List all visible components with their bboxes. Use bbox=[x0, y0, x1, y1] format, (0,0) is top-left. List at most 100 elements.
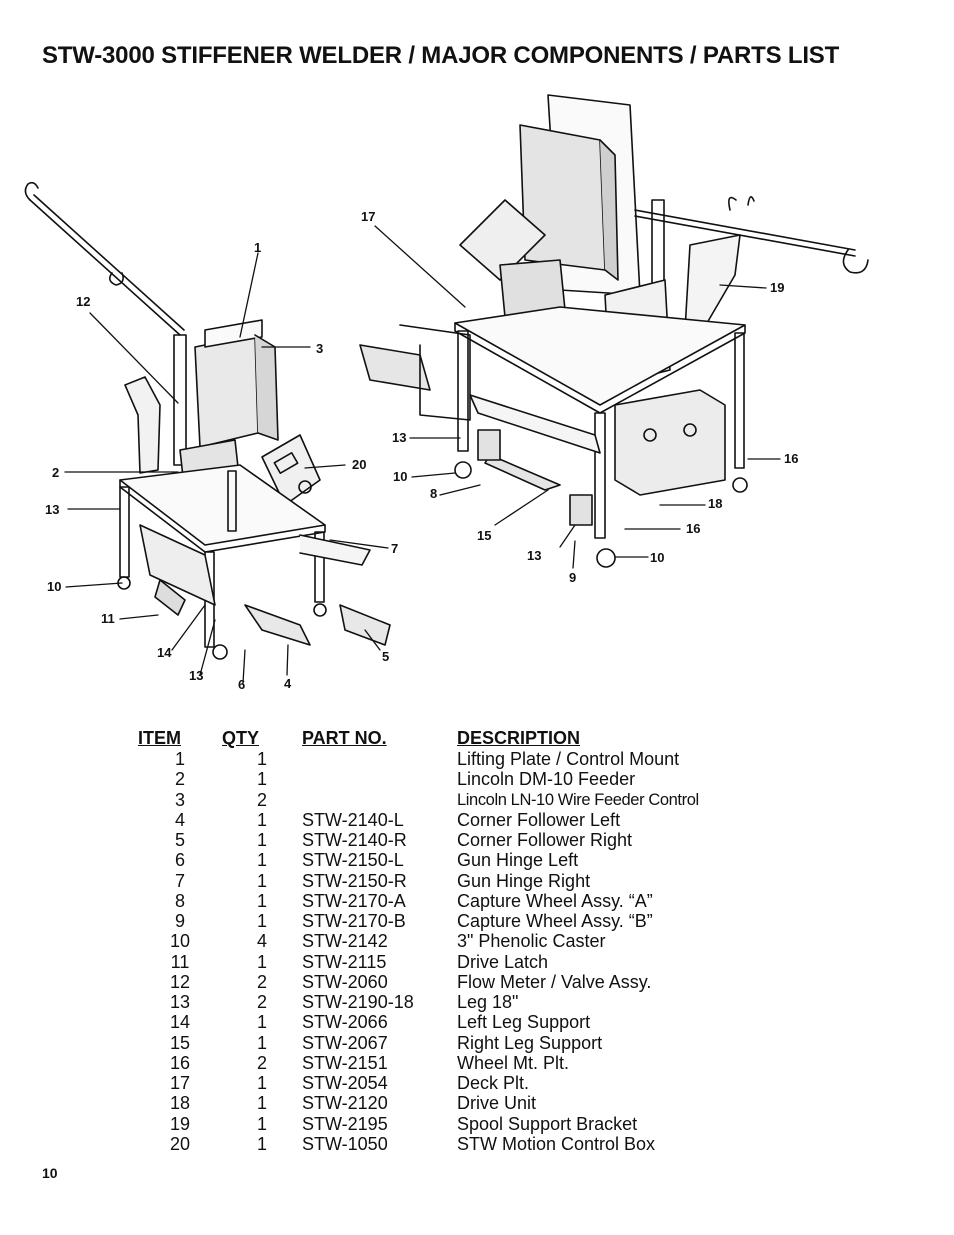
components-illustration: 1 12 3 2 20 13 7 10 11 14 13 6 4 5 17 19… bbox=[0, 85, 954, 705]
row-qty: 2 bbox=[256, 992, 267, 1012]
callout-label: 14 bbox=[157, 645, 172, 660]
row-item: 13 bbox=[169, 992, 191, 1012]
row-description: Capture Wheel Assy. “B” bbox=[457, 911, 653, 931]
table-row: 9 1 STW-2170-B Capture Wheel Assy. “B” bbox=[138, 911, 699, 931]
callout-label: 10 bbox=[393, 469, 408, 484]
leader-lines bbox=[64, 225, 781, 684]
row-part-no: STW-2195 bbox=[302, 1113, 388, 1134]
callout-label: 13 bbox=[189, 668, 204, 683]
row-description: Drive Unit bbox=[457, 1093, 537, 1114]
callout-label: 5 bbox=[382, 649, 390, 664]
row-item: 12 bbox=[169, 971, 191, 992]
header-qty: QTY bbox=[222, 728, 260, 748]
row-item: 2 bbox=[174, 769, 185, 790]
row-description: Spool Support Bracket bbox=[457, 1113, 638, 1134]
table-row: 18 1 STW-2120 Drive Unit bbox=[138, 1093, 699, 1113]
header-part-no: PART NO. bbox=[302, 728, 387, 748]
callout-label: 10 bbox=[650, 550, 665, 565]
table-row: 5 1 STW-2140-R Corner Follower Right bbox=[138, 830, 699, 850]
row-description: Capture Wheel Assy. “A” bbox=[457, 890, 653, 911]
parts-table-header: ITEM QTY PART NO. DESCRIPTION bbox=[138, 727, 699, 749]
row-part-no: STW-2150-R bbox=[302, 870, 407, 891]
row-item: 5 bbox=[174, 830, 185, 850]
row-description: Corner Follower Right bbox=[457, 830, 633, 850]
row-item: 16 bbox=[169, 1052, 191, 1073]
row-part-no: STW-2170-A bbox=[302, 890, 406, 911]
row-description: Left Leg Support bbox=[457, 1012, 591, 1033]
row-description: Lincoln LN-10 Wire Feeder Control bbox=[457, 790, 699, 809]
row-item: 9 bbox=[174, 911, 185, 931]
row-part-no: STW-2115 bbox=[302, 951, 387, 972]
left-machine-drawing bbox=[24, 181, 391, 660]
row-part-no: STW-2170-B bbox=[302, 911, 406, 931]
row-qty: 1 bbox=[256, 911, 267, 931]
callout-label: 10 bbox=[47, 579, 62, 594]
welder-drawing bbox=[24, 94, 869, 684]
row-part-no: STW-2054 bbox=[302, 1073, 388, 1093]
callout-label: 17 bbox=[361, 209, 376, 224]
table-row: 3 2 Lincoln LN-10 Wire Feeder Control bbox=[138, 790, 699, 810]
row-qty: 1 bbox=[256, 890, 267, 911]
row-part-no: STW-2140-R bbox=[302, 830, 407, 850]
callout-label: 15 bbox=[477, 528, 492, 543]
page-title: STW-3000 STIFFENER WELDER / MAJOR COMPON… bbox=[42, 42, 840, 69]
row-qty: 1 bbox=[256, 870, 267, 891]
row-item: 15 bbox=[169, 1032, 191, 1053]
callout-label: 1 bbox=[254, 240, 262, 255]
callout-label: 7 bbox=[391, 541, 399, 556]
row-item: 11 bbox=[170, 951, 190, 972]
row-item: 8 bbox=[174, 890, 185, 911]
row-part-no: STW-2060 bbox=[302, 971, 388, 992]
callout-label: 16 bbox=[686, 521, 701, 536]
callout-label: 13 bbox=[45, 502, 60, 517]
page-number: 10 bbox=[42, 1165, 58, 1181]
row-qty: 2 bbox=[256, 789, 267, 810]
row-description: Right Leg Support bbox=[457, 1032, 603, 1053]
row-description: Corner Follower Left bbox=[457, 809, 621, 830]
callout-label: 9 bbox=[569, 570, 577, 585]
callout-label: 12 bbox=[76, 294, 91, 309]
row-item: 18 bbox=[169, 1093, 191, 1114]
row-qty: 1 bbox=[256, 769, 267, 790]
row-qty: 1 bbox=[256, 1073, 267, 1093]
row-part-no: STW-2120 bbox=[302, 1093, 388, 1114]
row-part-no bbox=[302, 769, 457, 789]
row-qty: 1 bbox=[256, 1113, 267, 1134]
row-item: 7 bbox=[174, 870, 185, 891]
header-description: DESCRIPTION bbox=[457, 728, 581, 748]
callout-label: 4 bbox=[284, 676, 292, 691]
row-qty: 1 bbox=[256, 850, 267, 871]
row-part-no bbox=[302, 790, 457, 810]
row-part-no: STW-2190-18 bbox=[302, 992, 414, 1012]
row-part-no: STW-2066 bbox=[302, 1012, 388, 1033]
row-part-no: STW-2151 bbox=[302, 1052, 388, 1073]
row-part-no bbox=[302, 749, 457, 769]
row-item: 20 bbox=[169, 1133, 191, 1154]
row-description: Lincoln DM-10 Feeder bbox=[457, 769, 636, 790]
row-qty: 1 bbox=[256, 809, 267, 830]
row-item: 3 bbox=[174, 789, 185, 810]
callout-label: 16 bbox=[784, 451, 799, 466]
callout-label: 2 bbox=[52, 465, 60, 480]
callout-label: 13 bbox=[392, 430, 407, 445]
table-row: 2 1 Lincoln DM-10 Feeder bbox=[138, 769, 699, 789]
row-qty: 1 bbox=[256, 830, 267, 850]
row-description: Flow Meter / Valve Assy. bbox=[457, 971, 652, 992]
callout-label: 13 bbox=[527, 548, 542, 563]
right-machine-drawing bbox=[359, 94, 869, 568]
row-qty: 1 bbox=[256, 1093, 267, 1114]
row-description: Drive Latch bbox=[457, 951, 549, 972]
row-item: 19 bbox=[169, 1113, 191, 1134]
row-qty: 1 bbox=[256, 951, 267, 972]
table-row: 8 1 STW-2170-A Capture Wheel Assy. “A” bbox=[138, 891, 699, 911]
row-part-no: STW-2140-L bbox=[302, 809, 404, 830]
